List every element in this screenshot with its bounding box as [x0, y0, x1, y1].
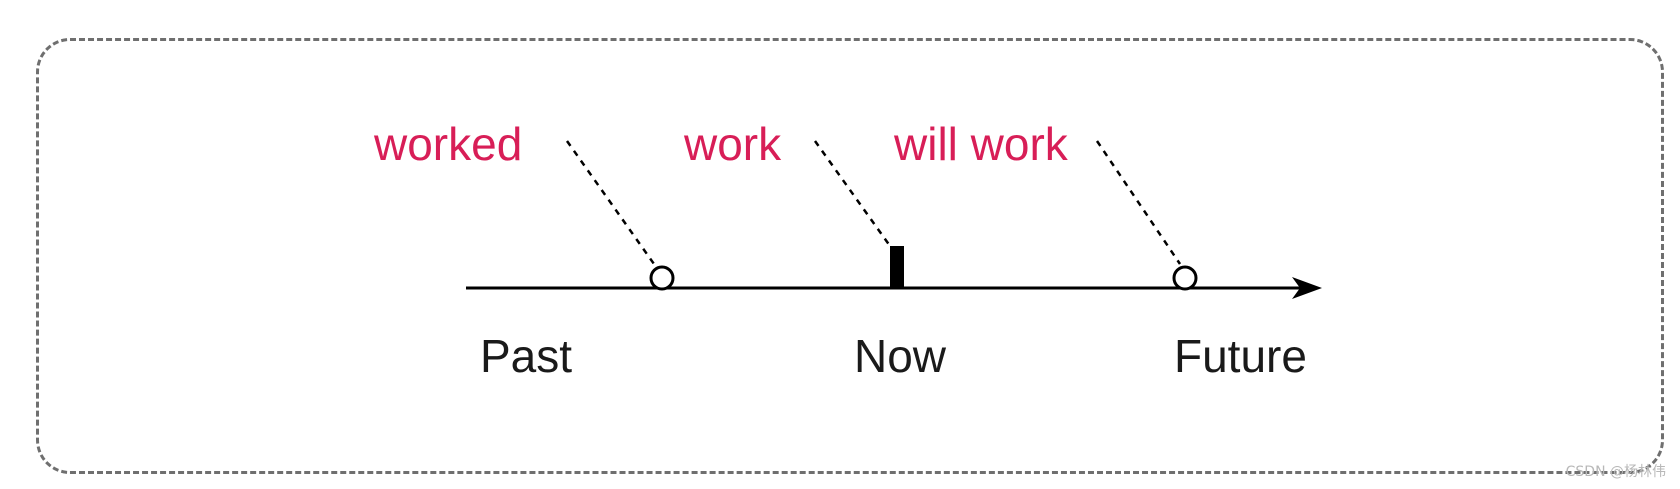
- past-point-marker: [649, 265, 675, 291]
- now-marker: [890, 246, 904, 288]
- future-point-marker: [1172, 265, 1198, 291]
- diagram-frame: [36, 38, 1664, 474]
- watermark: CSDN @杨林伟: [1565, 464, 1666, 480]
- timeline-arrowhead: [1292, 277, 1322, 299]
- future-leader-line: [1095, 140, 1182, 265]
- tense-label-future: will work: [893, 118, 1069, 170]
- past-leader-line: [565, 140, 656, 265]
- timeline-label-now: Now: [854, 330, 947, 382]
- timeline-label-future: Future: [1174, 330, 1307, 382]
- present-leader-line: [813, 140, 892, 247]
- timeline-label-past: Past: [480, 330, 572, 382]
- tense-label-past: worked: [373, 118, 522, 170]
- tense-label-present: work: [683, 118, 782, 170]
